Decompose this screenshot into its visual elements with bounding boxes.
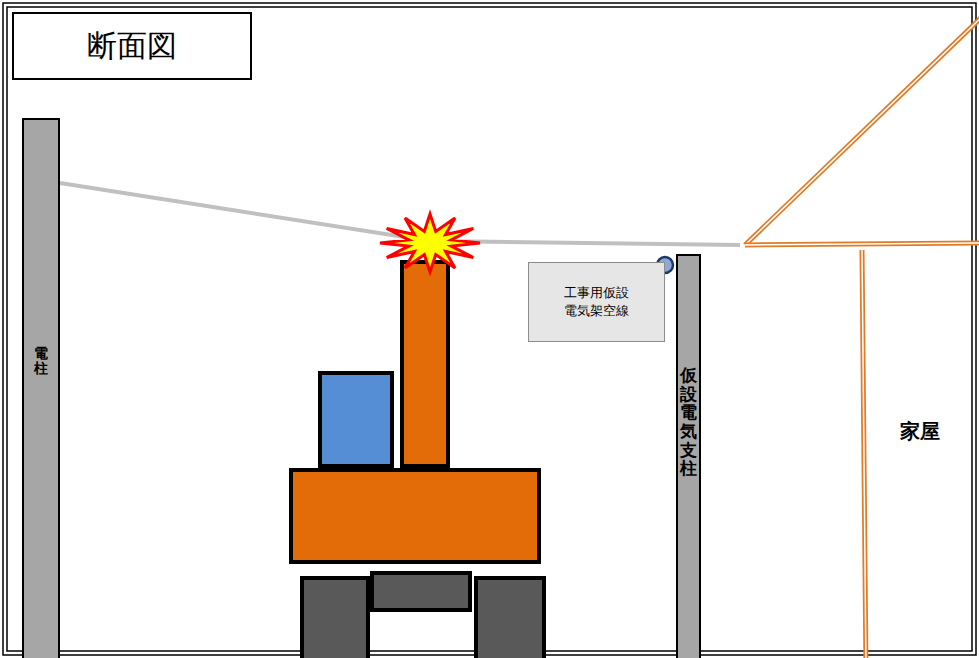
house-line: [745, 14, 979, 245]
inner-frame: [7, 7, 972, 651]
excavator: [291, 262, 544, 658]
track: [476, 578, 544, 658]
house-outline: [740, 10, 979, 658]
outer-frame: [3, 3, 976, 655]
house-line: [745, 243, 979, 245]
collision-mark: [380, 214, 480, 272]
title-text: 断面図: [87, 26, 177, 67]
excavator-cab: [320, 373, 392, 466]
temporary-pole: 仮設電気支柱: [676, 254, 701, 658]
house-line-inner: [745, 14, 979, 245]
utility-pole: 電柱: [22, 118, 60, 658]
vertical-label: 電柱: [34, 346, 48, 377]
excavator-body: [291, 470, 539, 562]
callout-box: 工事用仮設電気架空線: [528, 262, 665, 342]
undercarriage: [372, 573, 470, 610]
callout-text: 工事用仮設電気架空線: [561, 284, 633, 319]
excavator-boom: [402, 262, 448, 466]
house-line-inner: [862, 250, 866, 658]
vertical-label: 仮設電気支柱: [680, 366, 697, 478]
title-box: 断面図: [12, 12, 252, 80]
track: [302, 578, 368, 658]
house-label: 家屋: [900, 418, 940, 445]
house-line-inner: [745, 243, 979, 245]
house-line: [862, 250, 866, 658]
house: 家屋: [740, 10, 979, 658]
